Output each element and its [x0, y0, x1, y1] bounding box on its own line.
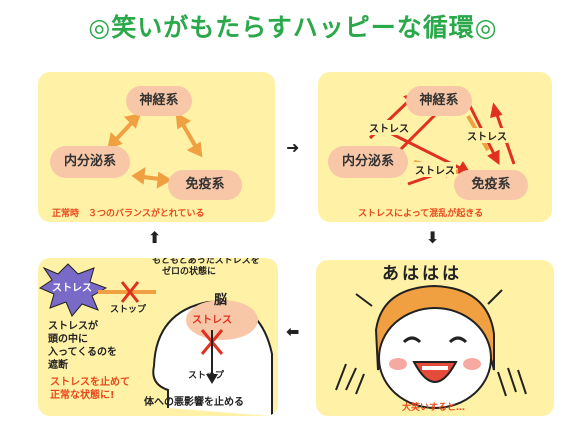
node-immune-system: 免疫系	[454, 170, 528, 200]
arrow-head	[156, 171, 172, 189]
panel-laughing: あははは 大笑いすると…	[316, 260, 554, 416]
speech-text: あははは	[382, 264, 462, 284]
arrow-up-icon: ⬆	[148, 228, 162, 247]
arrow-right-icon: ➜	[286, 138, 300, 157]
arrow-head	[131, 167, 146, 185]
arrow-head	[123, 113, 141, 129]
panel-stress-state: 神経系 内分泌系 免疫系 ストレス ストレス ストレス ストレスによって混乱が起…	[318, 72, 552, 222]
panel-caption: ストレスを止めて 正常な状態に!	[50, 376, 130, 402]
note-line: ゼロの状態に	[162, 267, 217, 277]
laughing-face-illustration	[335, 284, 527, 409]
panel-normal-state: 神経系 内分泌系 免疫系 正常時 ３つのバランスがとれている	[38, 72, 275, 222]
arrow-left-icon: ⬅	[286, 322, 300, 341]
hand-right	[497, 367, 527, 397]
arrow-head	[175, 112, 191, 130]
cheek-right	[463, 358, 481, 370]
note-block: ストレスが 頭の中に 入ってくるのを 遮断	[48, 320, 117, 372]
panel-stress-blocked: ストレス ストップ もともとあったストレスを ゼロの状態に 脳 ストレス ストッ…	[38, 258, 278, 416]
arrow-head	[186, 141, 203, 158]
eye-left	[402, 336, 422, 344]
brain	[186, 300, 258, 340]
stress-label: ストレス	[466, 128, 508, 143]
note-line: ストレスが	[48, 321, 98, 332]
panel-caption: 大笑いすると…	[402, 403, 466, 413]
node-nervous-system: 神経系	[406, 86, 472, 116]
arrow-head	[490, 102, 503, 119]
balance-arrows	[107, 112, 203, 189]
brain-block-illustration	[38, 263, 273, 416]
cheek-left	[389, 358, 407, 370]
stress-label: ストレス	[414, 162, 456, 177]
note-line: もともとあったストレスを	[152, 258, 260, 266]
face	[378, 307, 492, 409]
brain-label: 脳	[214, 293, 228, 308]
caption-line: 正常な状態に!	[50, 390, 115, 401]
note-line: 遮断	[48, 360, 68, 371]
node-endocrine-system: 内分泌系	[328, 146, 408, 178]
block-x-mark	[120, 281, 140, 303]
node-nervous-system: 神経系	[126, 86, 192, 116]
panel-caption: ストレスによって混乱が起きる	[358, 209, 484, 219]
panel-caption: 正常時 ３つのバランスがとれている	[52, 209, 205, 219]
caption-line: ストレスを止めて	[50, 377, 130, 388]
arrow-head	[487, 149, 500, 165]
node-immune-system: 免疫系	[168, 170, 242, 200]
stop-label: ストップ	[188, 371, 225, 381]
motion-lines	[355, 289, 503, 307]
stress-tag: ストレス	[52, 283, 92, 294]
stress-label: ストレス	[368, 120, 410, 135]
arrow-down-icon: ⬇	[426, 228, 440, 247]
note-line: 入ってくるのを	[48, 347, 117, 358]
note-effect: 体への悪影響を止める	[144, 397, 244, 408]
hand-left	[335, 363, 365, 395]
brain-stress-label: ストレス	[192, 315, 232, 326]
eye-right	[448, 336, 468, 344]
stop-label: ストップ	[110, 305, 147, 315]
arrow-head	[206, 374, 218, 384]
arrow-head	[107, 131, 123, 149]
stress-burst	[38, 263, 108, 317]
note-line: 頭の中に	[48, 334, 88, 345]
note-reset: もともとあったストレスを ゼロの状態に	[152, 258, 260, 278]
node-endocrine-system: 内分泌系	[50, 146, 130, 178]
page-title: ◎笑いがもたらすハッピーな循環◎	[88, 13, 498, 42]
